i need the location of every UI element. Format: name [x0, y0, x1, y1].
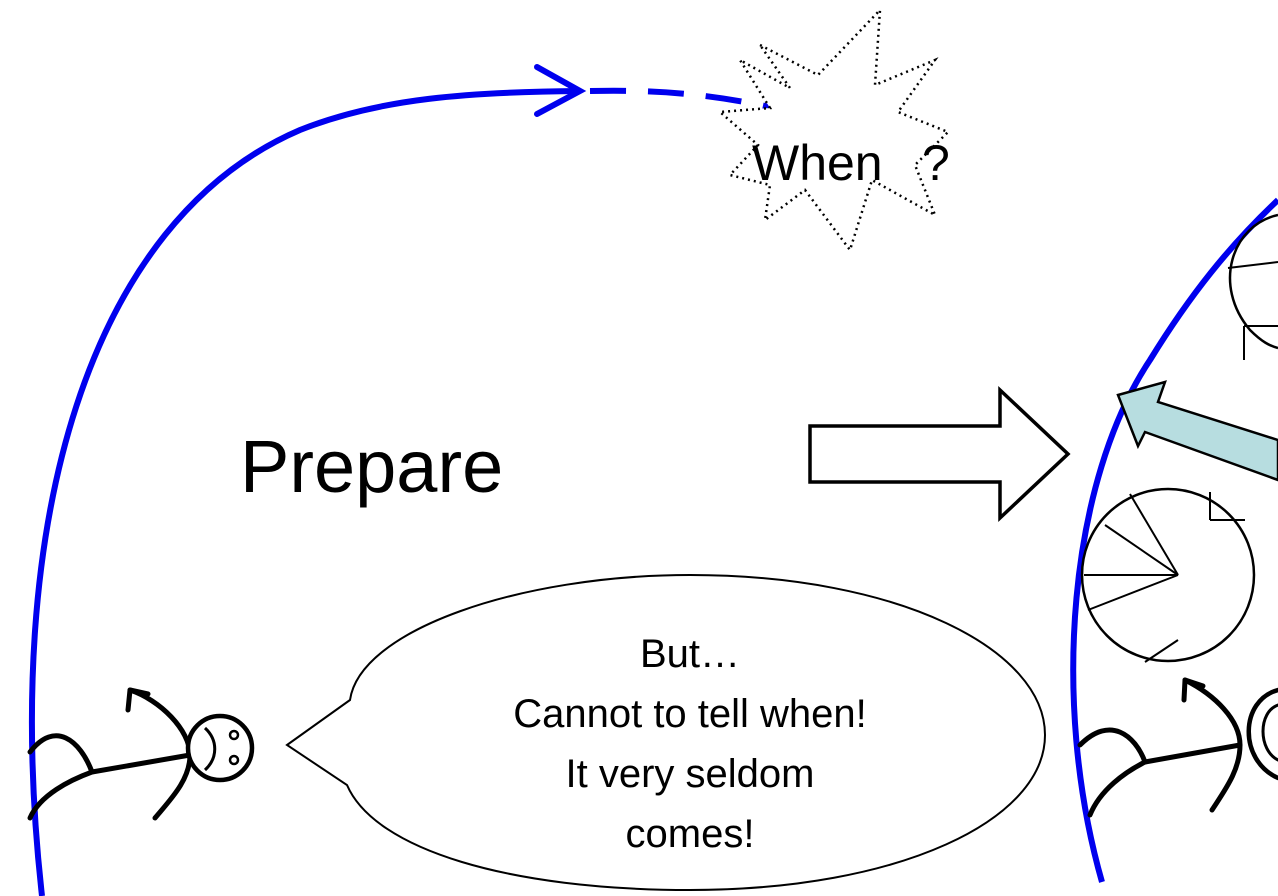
cycle-arc-left — [28, 88, 581, 896]
highlight-arrow — [1116, 380, 1278, 482]
sad-face-icon — [185, 713, 255, 783]
explosion-burst-icon — [716, 6, 951, 253]
prepare-label: Prepare — [240, 425, 503, 508]
burst-text: When — [752, 135, 883, 191]
speech-line-1: But… — [640, 632, 740, 676]
clock-icon — [1080, 487, 1256, 663]
burst-question-mark: ? — [922, 135, 950, 191]
stick-figure-icon-right — [1077, 677, 1278, 818]
speech-line-3: It very seldom — [566, 752, 815, 796]
speech-line-4: comes! — [626, 812, 755, 856]
stick-figure-icon — [27, 687, 193, 821]
cycle-arrowhead — [534, 64, 587, 117]
speech-bubble — [285, 573, 1047, 892]
clock-icon-upper — [1227, 213, 1278, 360]
cycle-arc-right — [1070, 197, 1278, 883]
block-arrow — [808, 385, 1071, 523]
speech-line-2: Cannot to tell when! — [513, 692, 867, 736]
cycle-arc-dashed — [589, 87, 776, 111]
